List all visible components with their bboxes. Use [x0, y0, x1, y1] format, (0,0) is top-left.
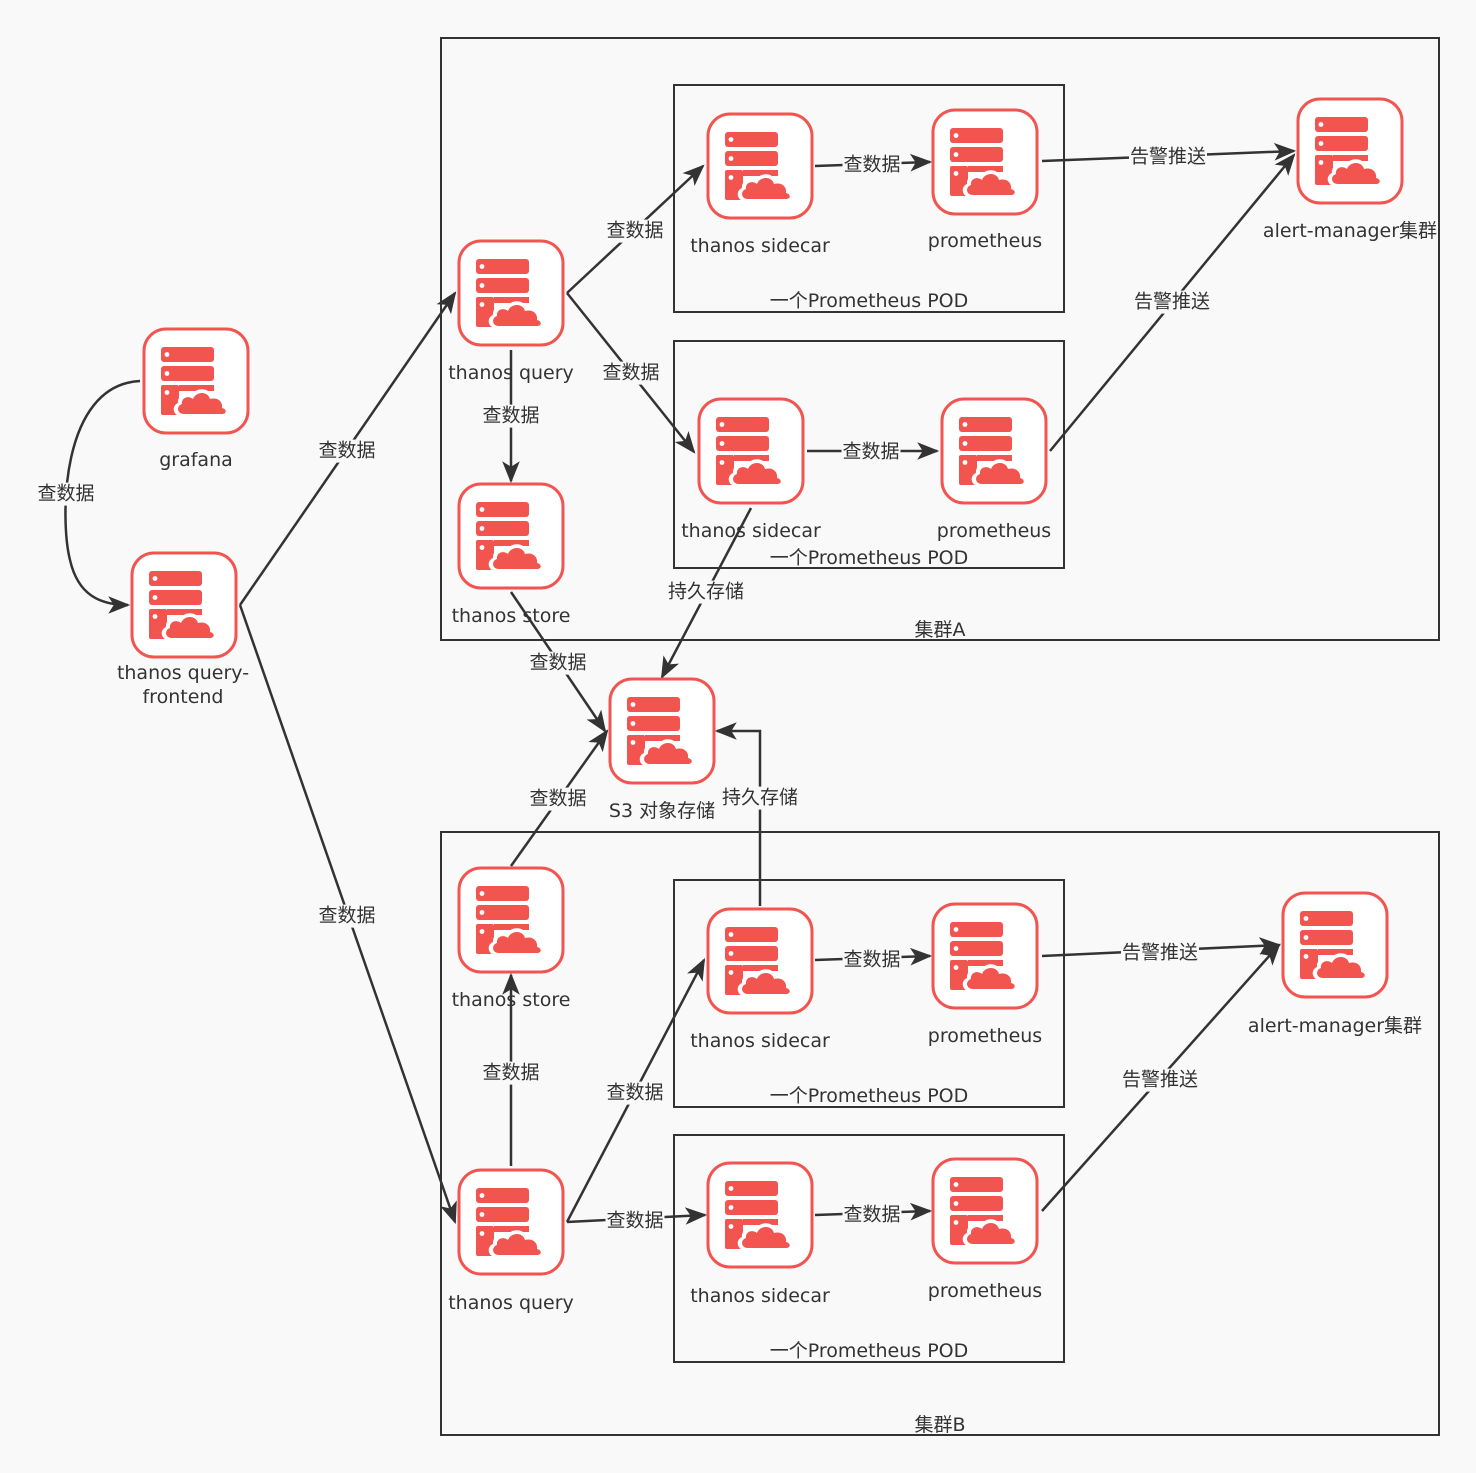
node-alert-b[interactable] — [1280, 890, 1390, 1000]
edge-grafana-frontend — [64, 379, 141, 614]
cluster-a-box[interactable] — [440, 37, 1440, 641]
node-sidecar-b2[interactable] — [705, 1160, 815, 1270]
sidecar-a1-label: thanos sidecar — [690, 235, 830, 257]
prom-b2-label: prometheus — [927, 1280, 1043, 1302]
node-query-a[interactable] — [456, 238, 566, 348]
edge-label-sidecar-a2-prom-a2: 查数据 — [841, 440, 901, 464]
prom-a2-label: prometheus — [936, 520, 1052, 542]
edge-label-query-a-sidecar-a2: 查数据 — [601, 361, 661, 385]
s3-label: S3 对象存储 — [608, 800, 716, 822]
frontend-label: thanos query- frontend — [116, 662, 250, 708]
server-cloud-icon — [130, 551, 238, 659]
prom-b1-label: prometheus — [927, 1025, 1043, 1047]
node-sidecar-b1[interactable] — [705, 906, 815, 1016]
store-a-label: thanos store — [451, 605, 571, 627]
query-b-label: thanos query — [448, 1292, 574, 1314]
pod-a2-box[interactable] — [673, 340, 1065, 569]
node-store-b[interactable] — [456, 865, 566, 975]
edge-label-prom-a2-alert-a: 告警推送 — [1132, 290, 1212, 314]
edge-label-store-b-s3: 查数据 — [528, 787, 588, 811]
cluster-a-label: 集群A — [914, 619, 966, 641]
edge-label-frontend-query-a: 查数据 — [317, 439, 377, 463]
server-cloud-icon — [706, 112, 814, 220]
node-store-a[interactable] — [456, 481, 566, 591]
edge-label-store-a-s3: 查数据 — [528, 651, 588, 675]
edge-label-sidecar-a2-s3: 持久存储 — [666, 580, 746, 604]
node-prom-b2[interactable] — [930, 1156, 1040, 1266]
node-prom-b1[interactable] — [930, 901, 1040, 1011]
node-grafana[interactable] — [141, 326, 251, 436]
server-cloud-icon — [457, 482, 565, 590]
node-sidecar-a2[interactable] — [696, 396, 806, 506]
edge-label-query-a-sidecar-a1: 查数据 — [605, 219, 665, 243]
server-cloud-icon — [457, 1168, 565, 1276]
pod-b2-box[interactable] — [673, 1134, 1065, 1363]
server-cloud-icon — [142, 327, 250, 435]
edge-label-query-b-sidecar-b1: 查数据 — [605, 1081, 665, 1105]
node-prom-a2[interactable] — [939, 396, 1049, 506]
node-frontend[interactable] — [129, 550, 239, 660]
edge-label-prom-b1-alert-b: 告警推送 — [1120, 941, 1200, 965]
pod-b2-label: 一个Prometheus POD — [769, 1340, 969, 1362]
edge-label-query-a-store-a: 查数据 — [481, 404, 541, 428]
node-alert-a[interactable] — [1295, 96, 1405, 206]
cluster-b-box[interactable] — [440, 831, 1440, 1436]
server-cloud-icon — [1296, 97, 1404, 205]
edge-label-grafana-frontend: 查数据 — [36, 482, 96, 506]
server-cloud-icon — [457, 239, 565, 347]
server-cloud-icon — [706, 907, 814, 1015]
alert-b-label: alert-manager集群 — [1247, 1015, 1423, 1037]
server-cloud-icon — [457, 866, 565, 974]
node-sidecar-a1[interactable] — [705, 111, 815, 221]
grafana-label: grafana — [159, 449, 233, 471]
store-b-label: thanos store — [451, 989, 571, 1011]
node-query-b[interactable] — [456, 1167, 566, 1277]
pod-a1-box[interactable] — [673, 84, 1065, 313]
edge-label-sidecar-a1-prom-a1: 查数据 — [842, 153, 902, 177]
server-cloud-icon — [931, 108, 1039, 216]
edge-label-sidecar-b1-s3: 持久存储 — [720, 786, 800, 810]
sidecar-b1-label: thanos sidecar — [690, 1030, 830, 1052]
query-a-label: thanos query — [448, 362, 574, 384]
edge-label-sidecar-b2-prom-b2: 查数据 — [842, 1203, 902, 1227]
pod-a2-label: 一个Prometheus POD — [769, 547, 969, 569]
edge-label-query-b-sidecar-b2: 查数据 — [605, 1209, 665, 1233]
node-s3[interactable] — [607, 676, 717, 786]
edge-label-prom-a1-alert-a: 告警推送 — [1128, 145, 1208, 169]
sidecar-b2-label: thanos sidecar — [690, 1285, 830, 1307]
server-cloud-icon — [1281, 891, 1389, 999]
sidecar-a2-label: thanos sidecar — [681, 520, 821, 542]
edge-label-frontend-query-b: 查数据 — [317, 904, 377, 928]
edge-label-sidecar-b1-prom-b1: 查数据 — [842, 948, 902, 972]
pod-a1-label: 一个Prometheus POD — [769, 290, 969, 312]
server-cloud-icon — [940, 397, 1048, 505]
prom-a1-label: prometheus — [927, 230, 1043, 252]
server-cloud-icon — [697, 397, 805, 505]
cluster-b-label: 集群B — [914, 1414, 966, 1436]
server-cloud-icon — [608, 677, 716, 785]
server-cloud-icon — [931, 902, 1039, 1010]
server-cloud-icon — [931, 1157, 1039, 1265]
alert-a-label: alert-manager集群 — [1262, 220, 1438, 242]
edge-label-query-b-store-b: 查数据 — [481, 1061, 541, 1085]
pod-b1-label: 一个Prometheus POD — [769, 1085, 969, 1107]
server-cloud-icon — [706, 1161, 814, 1269]
pod-b1-box[interactable] — [673, 879, 1065, 1108]
edge-sidecar-b1-s3 — [714, 722, 762, 906]
node-prom-a1[interactable] — [930, 107, 1040, 217]
edge-label-prom-b2-alert-b: 告警推送 — [1120, 1068, 1200, 1092]
